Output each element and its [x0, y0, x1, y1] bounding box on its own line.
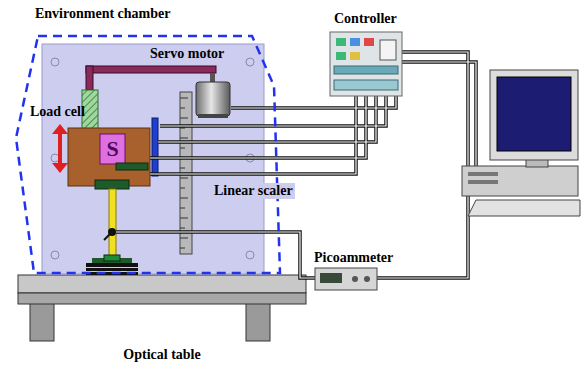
- servo-arm: [86, 66, 216, 73]
- picoammeter-device: [352, 276, 358, 282]
- sample-stage: [104, 255, 120, 261]
- scale-tick: [180, 108, 185, 109]
- controller: [380, 40, 396, 60]
- wire-core: [160, 96, 386, 126]
- wire: [116, 52, 476, 278]
- optical-table: [18, 275, 306, 293]
- scale-tick: [180, 178, 188, 179]
- wire: [160, 96, 386, 126]
- servo-motor: [196, 82, 230, 118]
- wire: [402, 52, 468, 166]
- controller: [330, 32, 402, 96]
- computer: [462, 166, 578, 196]
- probe-rod: [104, 232, 112, 240]
- servo-motor: [198, 114, 228, 118]
- picoammeter-device: [364, 276, 370, 282]
- wire: [402, 62, 476, 166]
- part-label: Linear scaler: [212, 183, 295, 199]
- load-cell-block: [152, 118, 158, 176]
- probe-rod: [109, 189, 116, 259]
- picoammeter-device: [315, 268, 377, 290]
- controller: [350, 38, 360, 46]
- computer: [497, 77, 571, 151]
- optical-table: [18, 275, 306, 341]
- chamber-panel: [51, 58, 59, 66]
- scale-tick: [180, 228, 185, 229]
- wire-core: [158, 96, 376, 142]
- chamber-panel: [246, 251, 254, 259]
- wire: [231, 96, 396, 108]
- scale-tick: [180, 148, 185, 149]
- region-heading: Environment chamber: [35, 6, 170, 22]
- wire-core: [231, 96, 396, 108]
- scale-tick: [180, 248, 185, 249]
- part-label: Servo motor: [150, 46, 224, 62]
- device-label: Controller: [334, 11, 397, 27]
- motion-arrow: [52, 163, 68, 173]
- scale-tick: [180, 218, 188, 219]
- scale-tick: [180, 238, 188, 239]
- chamber-region: Environment chamber: [10, 2, 302, 280]
- picoammeter-device: [320, 273, 342, 283]
- part-label: Load cell: [30, 104, 85, 120]
- part-label: Optical table: [123, 347, 200, 363]
- computer: [490, 70, 578, 160]
- load-cell-block: [100, 134, 125, 164]
- computer: [468, 200, 580, 216]
- optical-table: [18, 293, 306, 304]
- scale-tick: [180, 138, 188, 139]
- load-cell-block: [116, 163, 148, 170]
- computer: [468, 172, 498, 176]
- wire: [158, 96, 376, 142]
- optical-table: [30, 303, 54, 341]
- load-cell-block: [68, 118, 158, 189]
- scale-tick: [180, 208, 185, 209]
- servo-motor: [196, 82, 230, 116]
- scale-tick: [180, 198, 188, 199]
- chamber-panel: [51, 154, 59, 162]
- load-cell-block: [68, 128, 150, 186]
- sample-stage: [86, 263, 138, 267]
- controller: [364, 38, 374, 46]
- wire-core: [402, 52, 468, 166]
- sample-stage: [86, 268, 138, 271]
- controller: [350, 52, 360, 60]
- controller: [336, 52, 346, 60]
- scale-tick: [180, 98, 188, 99]
- computer: [462, 70, 580, 216]
- motion-arrow: [52, 124, 68, 134]
- chamber-outline: [16, 36, 280, 273]
- wire-core: [150, 96, 366, 158]
- probe-rod: [104, 189, 116, 259]
- chamber-outline: [10, 2, 302, 280]
- motion-arrow: [58, 131, 62, 166]
- controller: [334, 66, 398, 74]
- wire-core: [402, 62, 476, 166]
- controller: [334, 80, 398, 90]
- load-cell-symbol: S: [106, 138, 118, 160]
- picoammeter-device: [315, 268, 377, 290]
- optical-table: [246, 303, 270, 341]
- chamber-panel: [51, 251, 59, 259]
- controller: [330, 32, 402, 96]
- servo-arm: [86, 66, 93, 90]
- wire: [116, 232, 315, 278]
- scale-tick: [180, 188, 185, 189]
- wire-core: [116, 232, 315, 278]
- wire: [150, 96, 366, 158]
- device-label: Picoammeter: [312, 250, 395, 266]
- load-cell-block: [95, 180, 129, 189]
- motion-arrow: [52, 124, 68, 173]
- wire-core: [150, 96, 356, 174]
- scale-tick: [180, 168, 185, 169]
- chamber-panel: [246, 58, 254, 66]
- computer: [468, 180, 498, 184]
- scale-tick: [180, 118, 188, 119]
- controller: [336, 38, 346, 46]
